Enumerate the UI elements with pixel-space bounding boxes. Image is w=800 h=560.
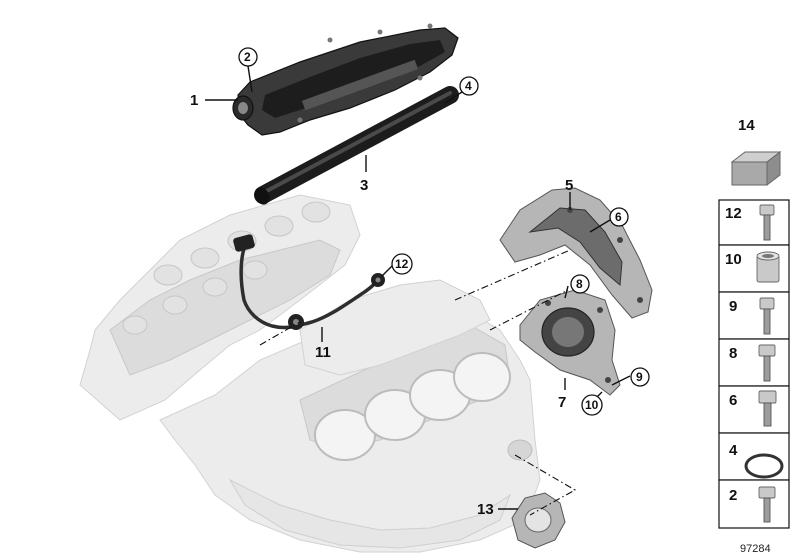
legend-label-2: 2 xyxy=(729,487,737,504)
seal-carrier xyxy=(519,289,621,396)
callout-8: 8 xyxy=(576,277,583,291)
diagram-id: 97284 xyxy=(740,543,771,555)
leader-12 xyxy=(381,265,393,277)
centerline-plate xyxy=(514,454,577,516)
putty-block-icon xyxy=(730,150,782,187)
callout-2: 2 xyxy=(244,50,251,64)
callout-7: 7 xyxy=(558,394,566,411)
oil-line xyxy=(233,234,385,330)
sleeve-icon xyxy=(756,251,780,283)
bolt-icon xyxy=(759,297,775,335)
callout-6-circle xyxy=(609,207,629,227)
callout-10: 10 xyxy=(585,398,599,412)
centerline-timing xyxy=(454,249,571,301)
legend-label-6: 6 xyxy=(729,392,737,409)
callout-2-circle xyxy=(238,47,258,67)
callout-10-circle xyxy=(581,394,603,416)
oil-cover xyxy=(232,23,459,136)
callout-11: 11 xyxy=(315,344,331,361)
callout-4-circle xyxy=(459,76,479,96)
callout-8-circle xyxy=(570,274,590,294)
legend-box-6 xyxy=(718,385,790,434)
legend-label-9: 9 xyxy=(729,298,737,315)
callout-3: 3 xyxy=(360,177,368,194)
legend-label-12: 12 xyxy=(725,205,742,222)
leader-9 xyxy=(611,375,631,386)
leader-8 xyxy=(564,285,569,299)
callout-13: 13 xyxy=(477,501,494,518)
legend-label-8: 8 xyxy=(729,345,737,362)
callout-12-circle xyxy=(391,253,413,275)
callout-4: 4 xyxy=(465,79,472,93)
callout-6: 6 xyxy=(615,210,622,224)
legend-label-4: 4 xyxy=(729,442,738,459)
engine-block xyxy=(79,194,541,553)
callout-12: 12 xyxy=(395,257,409,271)
leader-4 xyxy=(444,91,463,104)
o-ring-icon xyxy=(744,453,784,479)
callout-9-circle xyxy=(630,367,650,387)
legend-label-14: 14 xyxy=(738,117,755,134)
flange-bolt-icon xyxy=(758,344,776,382)
callout-5: 5 xyxy=(565,177,573,194)
legend-label-10: 10 xyxy=(725,251,742,268)
callout-9: 9 xyxy=(636,370,643,384)
legend-box-8 xyxy=(718,338,790,387)
legend-column: 14 12 10 9 8 xyxy=(718,117,790,529)
leader-6 xyxy=(589,219,611,233)
bolt-icon xyxy=(759,204,775,241)
centerline-seal xyxy=(489,289,569,331)
legend-box-2 xyxy=(718,479,790,529)
leader-2 xyxy=(247,65,253,93)
vent-hose xyxy=(254,86,459,205)
flange-bolt-icon xyxy=(758,390,777,427)
flange-bolt-icon xyxy=(758,486,776,523)
legend-box-12 xyxy=(718,199,790,246)
callout-1: 1 xyxy=(190,92,198,109)
legend-box-9 xyxy=(718,291,790,340)
